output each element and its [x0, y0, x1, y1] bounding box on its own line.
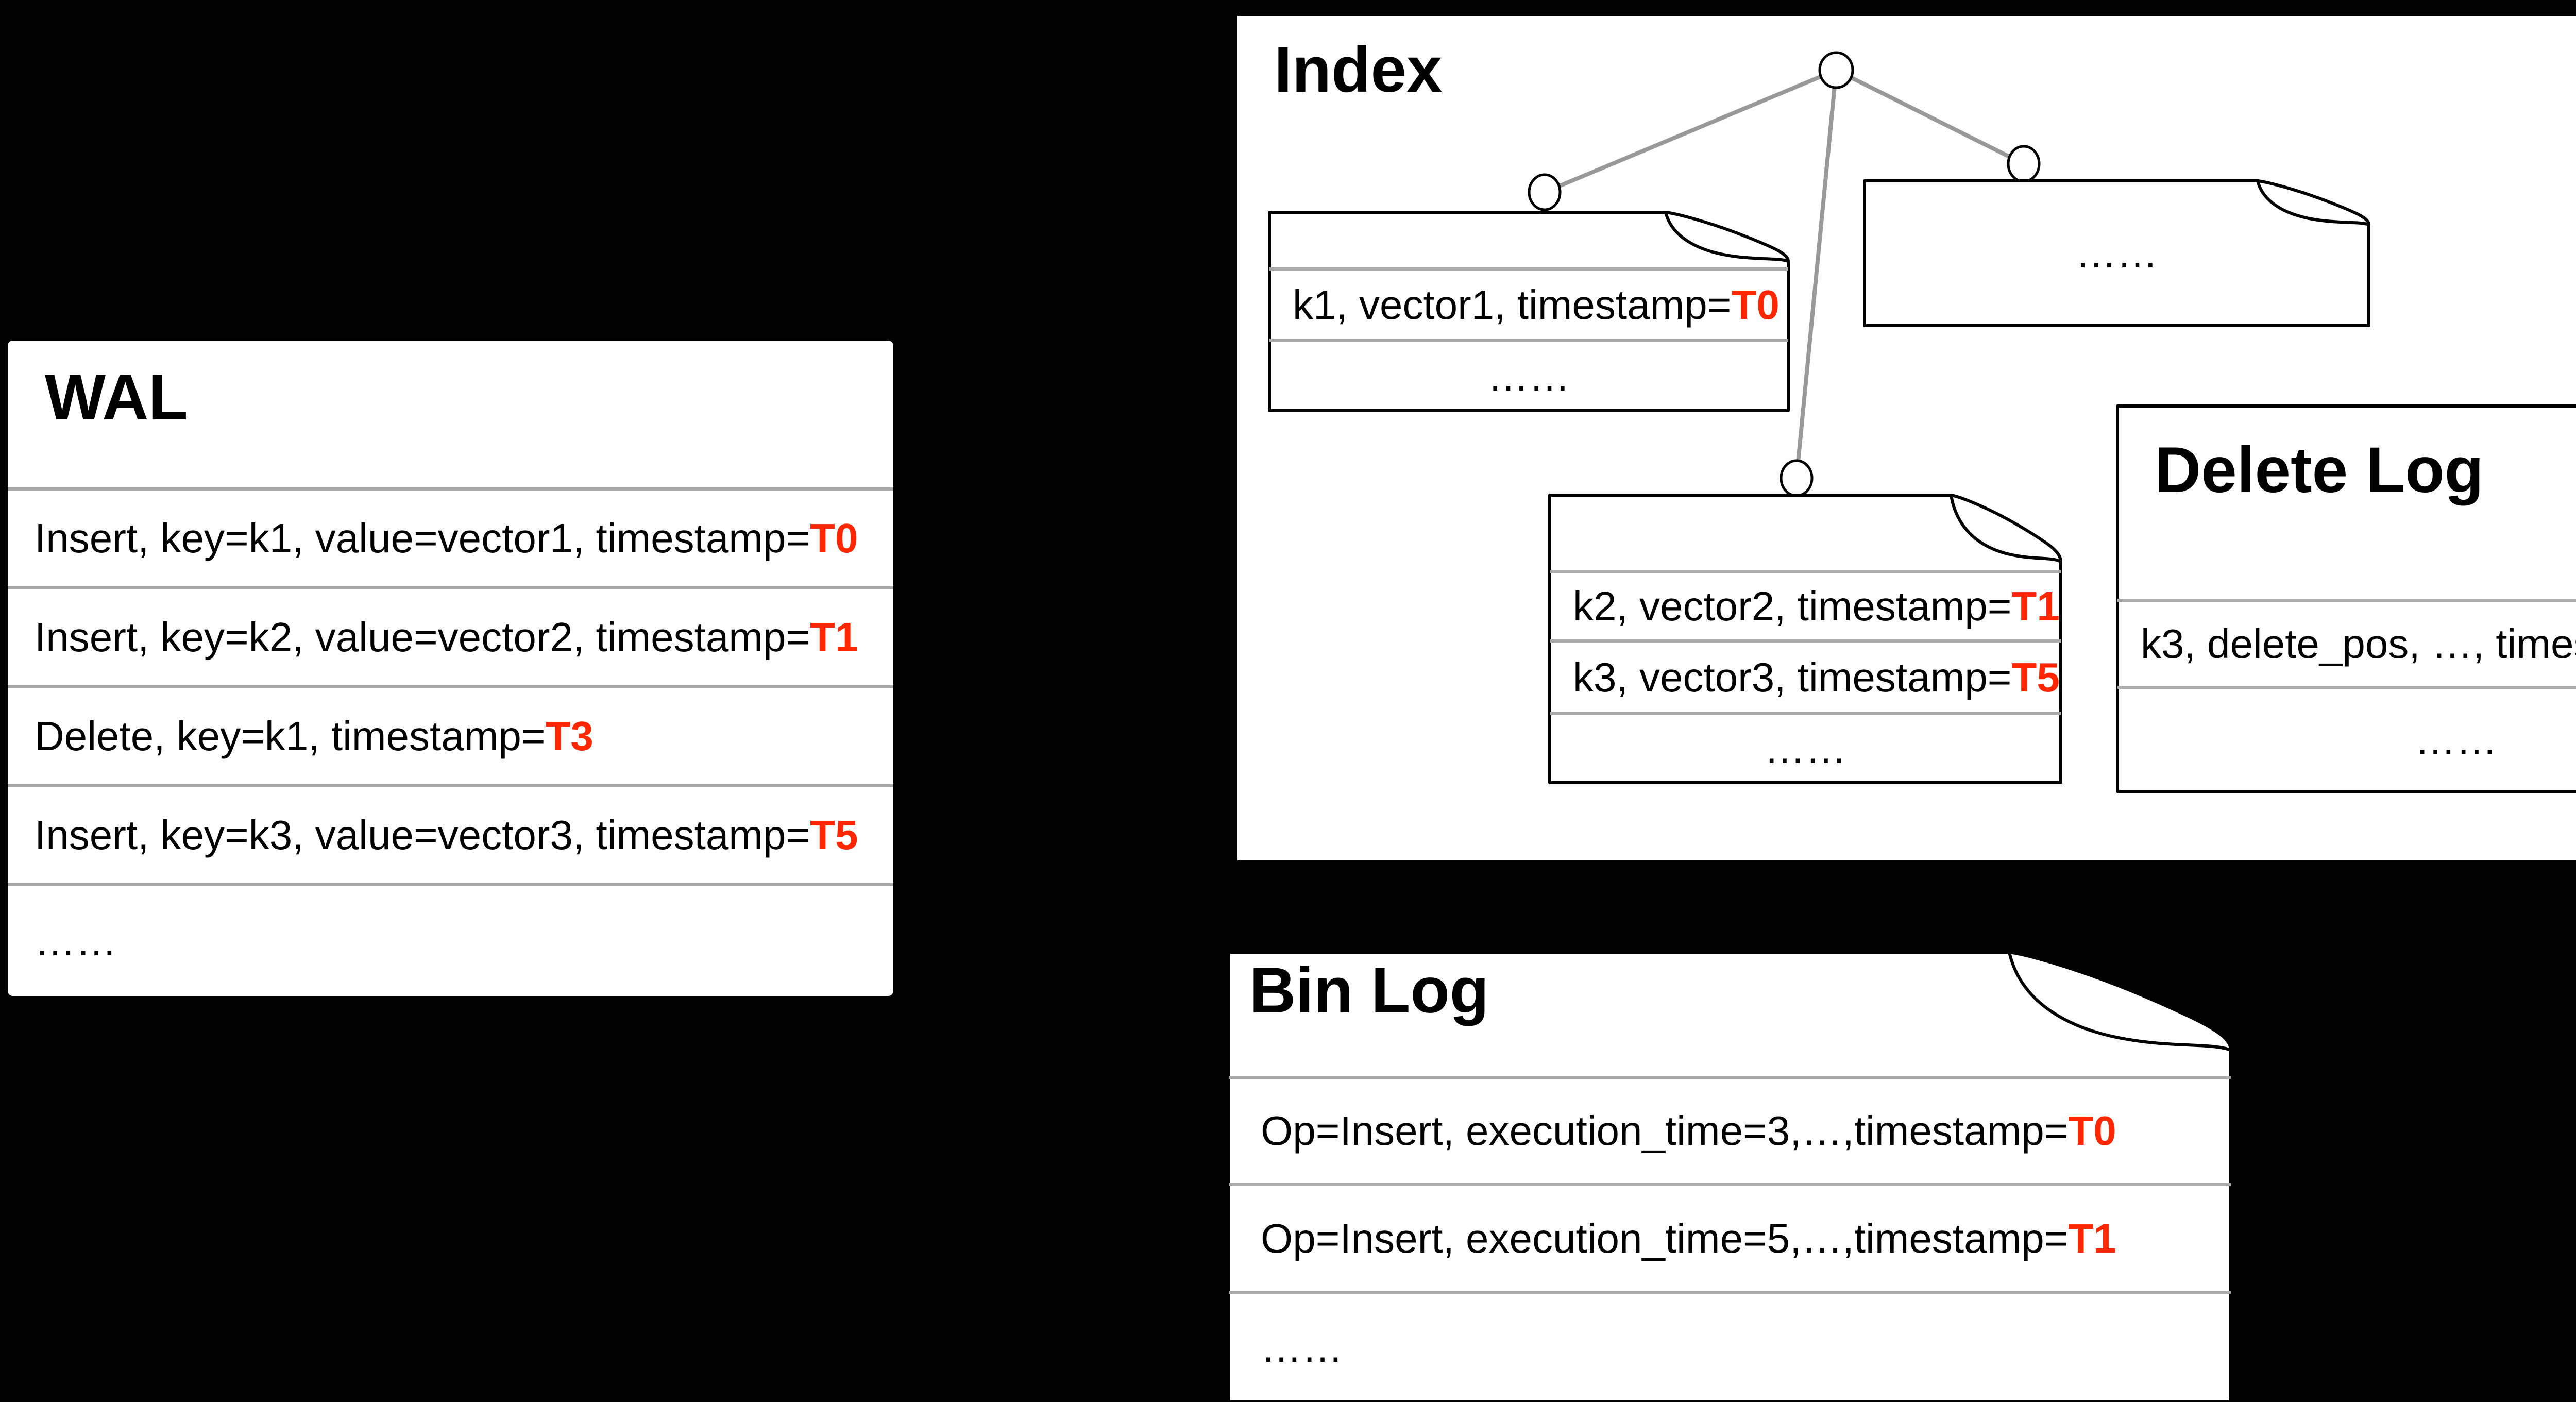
- bin-log-row-ellipsis: ……: [1229, 1291, 2231, 1402]
- bin-log-row: Op=Insert, execution_time=5,…,timestamp=…: [1229, 1183, 2231, 1291]
- delete-log-row-ellipsis: ……: [2117, 686, 2576, 791]
- timestamp-value: T0: [810, 515, 858, 561]
- tree-left-node-icon: [1528, 173, 1562, 211]
- delete-log-row-text: k3, delete_pos, …, timestamp=: [2141, 620, 2576, 667]
- tree-middle-node-icon: [1780, 459, 1814, 497]
- index-tree-graphic: [1528, 51, 2041, 497]
- bin-log-row-text: Op=Insert, execution_time=5,…,timestamp=: [1261, 1215, 2069, 1261]
- delete-log-row: k3, delete_pos, …, timestamp=T3: [2117, 599, 2576, 686]
- bin-log-title: Bin Log: [1249, 955, 1489, 1026]
- timestamp-value: T1: [2068, 1215, 2116, 1261]
- segment-row-text: k1, vector1, timestamp=: [1293, 281, 1732, 328]
- index-segment-doc-k1: k1, vector1, timestamp=T0 ……: [1268, 211, 1790, 412]
- segment-row: k2, vector2, timestamp=T1: [1550, 570, 2061, 639]
- segment-row: k1, vector1, timestamp=T0: [1269, 267, 1788, 339]
- tree-edge-middle: [1794, 70, 1838, 479]
- index-title: Index: [1274, 34, 1443, 106]
- tree-edge-right: [1835, 68, 2025, 166]
- ellipsis-text: ……: [35, 918, 117, 964]
- index-segment-doc-more: ……: [1863, 179, 2370, 327]
- wal-row: Insert, key=k3, value=vector3, timestamp…: [8, 784, 893, 883]
- segment-row-ellipsis: ……: [1550, 712, 2061, 783]
- doc-fold-strip: [1269, 212, 1788, 267]
- ellipsis-text: ……: [2075, 230, 2158, 276]
- index-segment-doc-k2k3: k2, vector2, timestamp=T1 k3, vector3, t…: [1548, 494, 2062, 784]
- bin-log-row: Op=Insert, execution_time=3,…,timestamp=…: [1229, 1076, 2231, 1183]
- timestamp-value: T0: [2068, 1108, 2116, 1154]
- tree-edges: [1544, 68, 2025, 479]
- ellipsis-text: ……: [1487, 353, 1570, 399]
- wal-row-text: Delete, key=k1, timestamp=: [35, 713, 546, 759]
- timestamp-value: T3: [545, 713, 594, 759]
- delete-log-title: Delete Log: [2155, 434, 2484, 506]
- index-panel: Index k1, vector1, timestamp=T0: [1234, 13, 2576, 864]
- doc-fold-strip: [1550, 495, 2061, 570]
- timestamp-value: T1: [810, 614, 858, 660]
- ellipsis-text: ……: [1764, 725, 1846, 772]
- wal-row-text: Insert, key=k2, value=vector2, timestamp…: [35, 614, 810, 660]
- bin-log-row-text: Op=Insert, execution_time=3,…,timestamp=: [1261, 1108, 2069, 1154]
- segment-row-text: k3, vector3, timestamp=: [1573, 654, 2012, 700]
- timestamp-value: T5: [2011, 654, 2060, 700]
- ellipsis-text: ……: [1261, 1325, 1343, 1371]
- timestamp-value: T5: [810, 812, 858, 858]
- delete-log-doc: Delete Log k3, delete_pos, …, timestamp=…: [2116, 404, 2576, 793]
- segment-row: k3, vector3, timestamp=T5: [1550, 639, 2061, 712]
- segment-row-ellipsis: ……: [1269, 339, 1788, 411]
- tree-root-node-icon: [1818, 51, 1854, 89]
- ellipsis-text: ……: [2415, 717, 2497, 763]
- bin-log-doc: Bin Log Op=Insert, execution_time=3,…,ti…: [1227, 951, 2232, 1402]
- wal-row-text: Insert, key=k1, value=vector1, timestamp…: [35, 515, 810, 561]
- wal-title: WAL: [45, 362, 188, 433]
- segment-row-text: k2, vector2, timestamp=: [1573, 583, 2012, 629]
- tree-right-node-icon: [2007, 145, 2041, 183]
- wal-row: Insert, key=k2, value=vector2, timestamp…: [8, 586, 893, 685]
- segment-row-ellipsis: ……: [1865, 181, 2369, 326]
- wal-row-text: Insert, key=k3, value=vector3, timestamp…: [35, 812, 810, 858]
- tree-edge-left: [1544, 68, 1837, 194]
- timestamp-value: T1: [2011, 583, 2060, 629]
- wal-row: Delete, key=k1, timestamp=T3: [8, 685, 893, 784]
- timestamp-value: T0: [1731, 281, 1780, 328]
- wal-box: WAL Insert, key=k1, value=vector1, times…: [5, 337, 896, 999]
- wal-row-ellipsis: ……: [8, 883, 893, 996]
- wal-row: Insert, key=k1, value=vector1, timestamp…: [8, 487, 893, 586]
